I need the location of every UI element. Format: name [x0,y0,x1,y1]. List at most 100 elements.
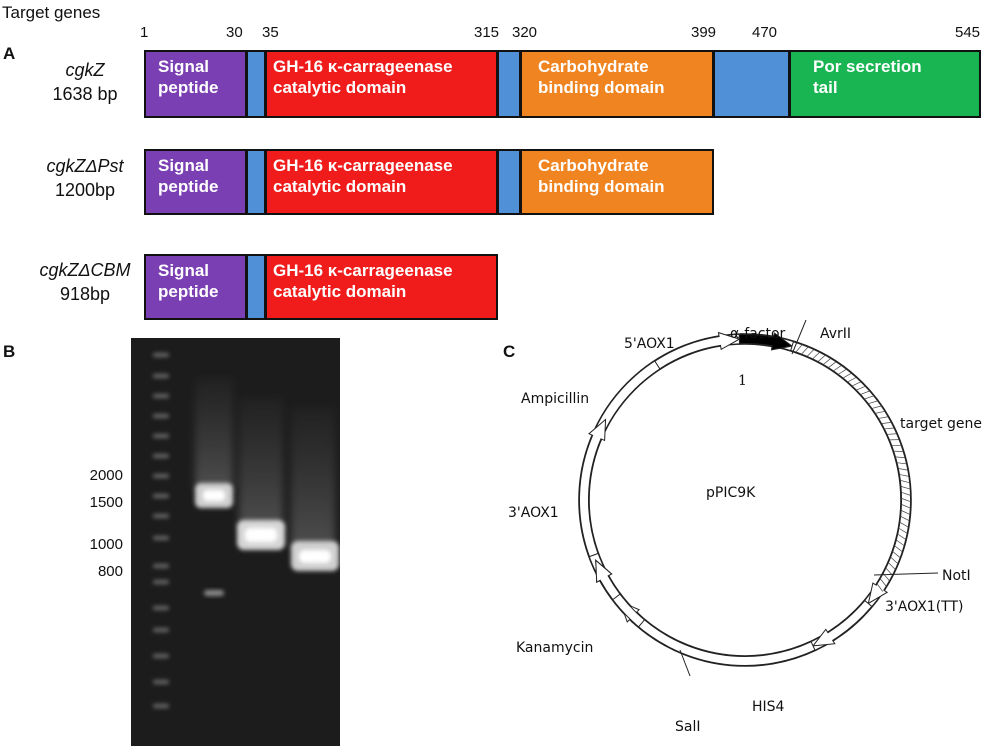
marker-label-1000: 1000 [89,536,123,553]
marker-label-1500: 1500 [89,494,123,511]
label-position-mark: 1 [738,373,747,389]
carbohydrate-binding-domain: Carbohydrate binding domain [520,50,714,118]
label-sali: SalI [675,719,700,735]
position-35: 35 [262,24,279,41]
lane-3-smear [291,408,335,548]
por-label-line2: tail [813,78,838,97]
target-gene-hatch [899,474,909,477]
target-gene-hatch [851,381,861,387]
faint-band [204,590,224,596]
plasmid-name: pPIC9K [706,485,756,501]
signal-label-line1: Signal [158,57,210,76]
target-gene-hatch [817,354,826,362]
label-avrii: AvrII [820,326,851,342]
target-gene-hatch [828,361,837,368]
target-gene-hatch [901,510,911,515]
arc-ampicillin-arrow [579,418,607,558]
panel-c-letter: C [503,342,516,361]
band-cgkz-delta-pst [237,520,285,550]
arc-5aox1-arrow [654,331,741,370]
construct-name-cgkz-delta-cbm: cgkZΔCBM [39,260,131,280]
construct-name-cgkz-delta-pst: cgkZΔPst [46,156,124,176]
plasmid-map: pPIC9K 5'AOX1 α-factor AvrII target gene… [508,320,982,735]
target-gene-hatch [884,427,895,430]
target-gene-hatch [795,344,803,353]
signal-label-line2: peptide [158,177,219,196]
target-gene-hatch [801,346,809,355]
signal-label-line2: peptide [158,78,219,97]
linker-segment [246,254,266,320]
gh16-label-line1: GH-16 κ-carrageenase [273,57,453,76]
target-gene-hatch [900,516,910,522]
linker-segment [497,50,521,118]
target-gene-hatch [881,421,892,424]
agarose-gel-image [131,338,340,746]
label-his4: HIS4 [752,699,785,715]
linker-segment [497,149,521,215]
position-320: 320 [512,24,538,41]
target-gene-hatch [878,416,889,419]
target-gene-hatch [875,410,885,414]
construct-name-cgkz: cgkZ [65,60,105,80]
linker-segment [246,50,266,118]
avrii-site-line [791,320,807,355]
target-gene-hatch [892,551,901,558]
arc-alpha-factor-arrow [738,332,794,351]
target-gene-hatch [823,358,831,365]
target-gene-hatch [847,377,857,383]
label-alpha-factor: α-factor [730,326,786,342]
label-kanamycin: Kanamycin [516,640,593,656]
construct-size-cgkz-delta-pst: 1200bp [54,180,116,200]
target-gene-hatch [842,372,852,379]
target-gene-hatch [898,468,908,471]
panel-b-letter: B [3,342,16,361]
signal-peptide-domain: Signal peptide [144,50,247,118]
target-gene-hatch [896,539,905,546]
target-gene-hatch [806,349,815,357]
gh16-label-line2: catalytic domain [273,78,407,97]
label-3aox1: 3'AOX1 [508,505,559,521]
position-545: 545 [955,24,981,41]
cbm-label-line2: binding domain [538,177,665,196]
target-gene-hatch [868,400,878,404]
arc-kanamycin-arrow [595,559,621,601]
target-gene-hatch [895,456,906,459]
band-cgkz [195,483,233,508]
signal-label-line1: Signal [158,261,210,280]
label-noti: NotI [942,568,971,584]
gh16-catalytic-domain: GH-16 κ-carrageenase catalytic domain [265,254,498,320]
position-30: 30 [226,24,243,41]
position-1: 1 [140,24,149,41]
label-ampicillin: Ampicillin [521,391,589,407]
linker-segment [713,50,790,118]
cbm-label-line2: binding domain [538,78,665,97]
position-315: 315 [474,24,500,41]
lane-1-smear [195,378,233,488]
target-gene-hatch [879,578,887,587]
label-target-gene: target gene [900,416,982,432]
target-gene-hatch [901,492,911,496]
target-gene-hatch [900,486,911,490]
target-gene-hatch [876,583,884,592]
carbohydrate-binding-domain: Carbohydrate binding domain [520,149,714,215]
ladder-lane [153,353,169,708]
cbm-label-line1: Carbohydrate [538,156,649,175]
target-gene-hatch [856,385,866,391]
arc-target-gene-arrow [790,341,911,605]
label-3aox1-tt: 3'AOX1(TT) [885,599,964,615]
gh16-label-line1: GH-16 κ-carrageenase [273,261,453,280]
target-genes-header: Target genes [2,3,101,22]
gh16-label-line1: GH-16 κ-carrageenase [273,156,453,175]
band-cgkz-delta-cbm [291,541,339,571]
target-gene-hatch [871,405,882,409]
target-gene-hatch [898,527,908,534]
gh16-label-line2: catalytic domain [273,177,407,196]
target-gene-hatch [888,562,896,570]
sali-site-line [679,649,691,677]
por-label-line1: Por secretion [813,57,922,76]
construct-size-cgkz-delta-cbm: 918bp [59,284,111,304]
construct-size-cgkz: 1638 bp [52,84,118,104]
target-gene-hatch [897,533,906,540]
noti-site-line [873,572,939,576]
target-gene-hatch [860,390,870,395]
